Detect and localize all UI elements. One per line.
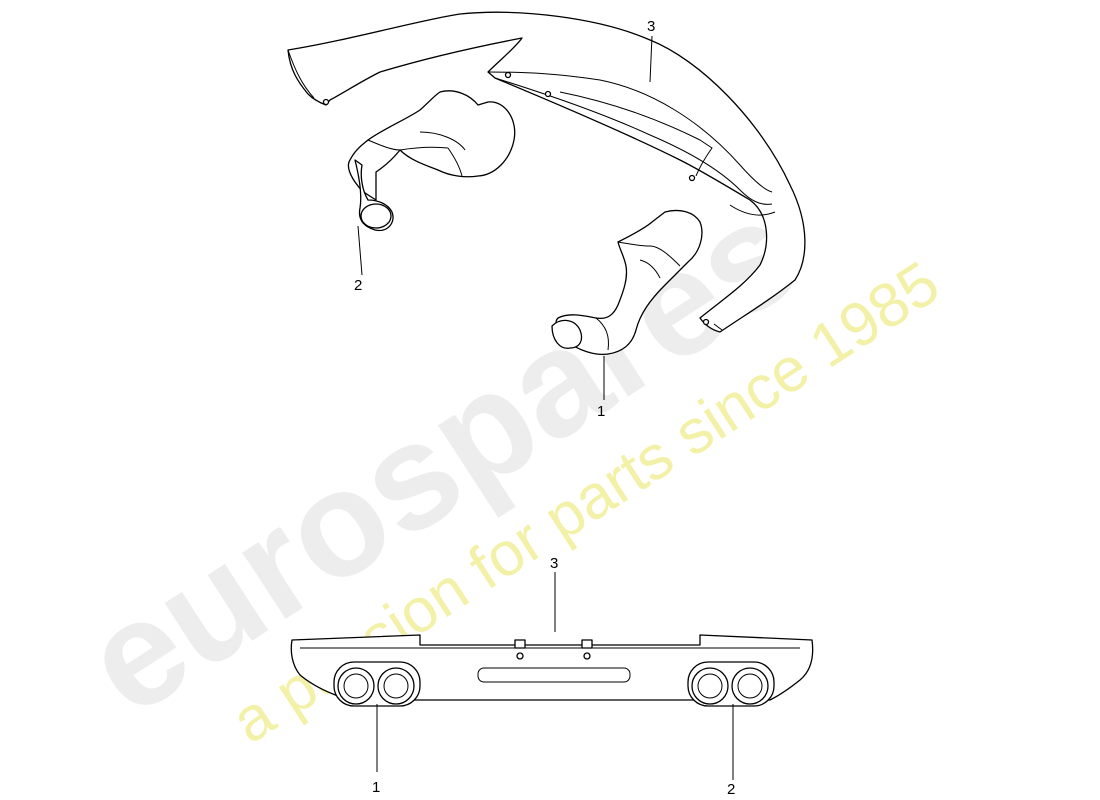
leader-top-3 xyxy=(649,35,653,83)
bumper-cover-rear-view xyxy=(290,634,814,707)
bumper-cover-top-view xyxy=(287,11,806,333)
leader-lines xyxy=(357,35,734,780)
tailpipe-left-top-view xyxy=(347,90,516,232)
callout-rear-3: 3 xyxy=(550,555,558,572)
callout-top-2: 2 xyxy=(354,277,362,294)
callout-rear-2: 2 xyxy=(727,781,735,798)
callout-top-1: 1 xyxy=(597,403,605,420)
callouts: 3 2 1 3 1 2 xyxy=(354,18,735,798)
callout-top-3: 3 xyxy=(647,18,655,35)
callout-rear-1: 1 xyxy=(372,779,380,796)
leader-top-2 xyxy=(357,225,363,276)
tailpipe-right-top-view xyxy=(551,209,703,356)
